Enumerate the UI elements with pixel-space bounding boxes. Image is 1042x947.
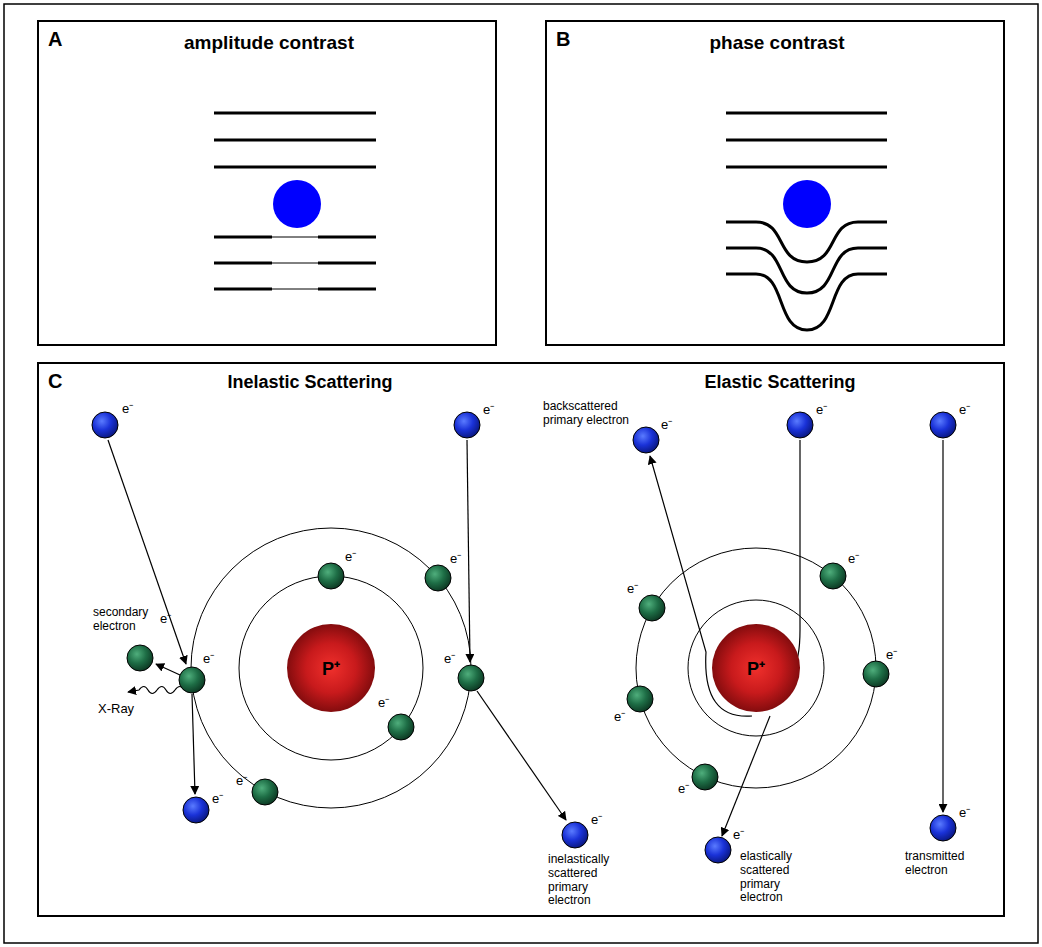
attenuated-wave bbox=[272, 237, 318, 289]
specimen-particle bbox=[273, 180, 321, 228]
annotation-label: elastically scattered primary electron bbox=[740, 850, 826, 905]
panel-box: Aamplitude contrast bbox=[37, 20, 497, 346]
electron-symbol: e⁻ bbox=[678, 782, 689, 797]
annotation-label: inelastically scattered primary electron bbox=[548, 853, 634, 908]
electron-symbol: e⁻ bbox=[959, 806, 970, 821]
annotation-label: backscattered primary electron bbox=[543, 400, 635, 428]
electron-symbol: e⁻ bbox=[236, 774, 247, 789]
panel-box: C Inelastic Scattering Elastic ScatteringP… bbox=[37, 362, 1005, 917]
section-heading: Inelastic Scattering bbox=[227, 372, 392, 393]
panel-letter: A bbox=[48, 28, 62, 51]
atom-nucleus: P⁺ bbox=[287, 624, 375, 712]
annotation-label: transmitted electron bbox=[905, 850, 985, 878]
electron-symbol: e⁻ bbox=[203, 652, 214, 667]
panel-heading: phase contrast bbox=[709, 32, 844, 54]
electron-symbol: e⁻ bbox=[733, 828, 744, 843]
panel-letter: C bbox=[48, 370, 62, 393]
electron-symbol: e⁻ bbox=[212, 792, 223, 807]
electron-path bbox=[108, 440, 943, 836]
panel-box: Bphase contrast bbox=[545, 20, 1005, 346]
atom-nucleus: P⁺ bbox=[712, 624, 800, 712]
electron-symbol: e⁻ bbox=[345, 550, 356, 565]
nucleus-label: P⁺ bbox=[322, 656, 340, 680]
section-heading: Elastic Scattering bbox=[704, 372, 855, 393]
electron-symbol: e⁻ bbox=[444, 652, 455, 667]
panel-heading: amplitude contrast bbox=[184, 32, 354, 54]
electron-symbol: e⁻ bbox=[614, 710, 625, 725]
electron-symbol: e⁻ bbox=[378, 696, 389, 711]
electron-symbol: X-Ray bbox=[98, 702, 134, 717]
electron-symbol: e⁻ bbox=[816, 403, 827, 418]
electron-symbol: e⁻ bbox=[122, 402, 133, 417]
electron-symbol: e⁻ bbox=[450, 552, 461, 567]
electron bbox=[92, 412, 956, 863]
wavefront-lines bbox=[726, 113, 887, 330]
electron-orbit bbox=[191, 528, 876, 808]
specimen-particle bbox=[783, 180, 831, 228]
electron-symbol: e⁻ bbox=[627, 582, 638, 597]
electron-symbol: e⁻ bbox=[483, 403, 494, 418]
electron-symbol: e⁻ bbox=[591, 813, 602, 828]
electron-symbol: e⁻ bbox=[160, 612, 171, 627]
electron-symbol: e⁻ bbox=[661, 418, 672, 433]
wavefront-lines bbox=[214, 113, 376, 289]
annotation-label: secondary electron bbox=[93, 606, 163, 634]
panel-letter: B bbox=[556, 28, 570, 51]
electron-symbol: e⁻ bbox=[886, 648, 897, 663]
electron-symbol: e⁻ bbox=[848, 552, 859, 567]
nucleus-label: P⁺ bbox=[747, 656, 765, 680]
electron-symbol: e⁻ bbox=[959, 403, 970, 418]
outer-frame bbox=[4, 4, 1038, 943]
